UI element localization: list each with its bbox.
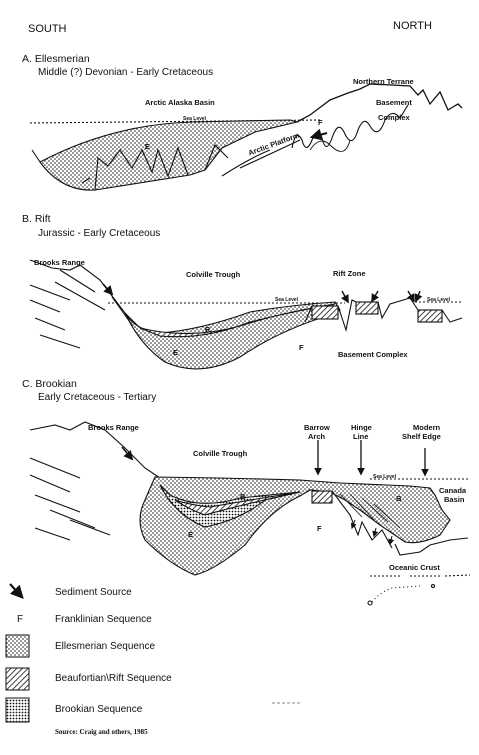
brookian-fill [139,476,451,576]
legend-item-brookian: Brookian Sequence [55,704,143,715]
sea-level-label-b2: Sea Level [427,297,451,303]
sediment-source-arrow-icon [9,583,24,599]
panel-b-age: Jurassic - Early Cretaceous [38,228,161,239]
f-label-a: F [318,118,323,127]
rift-zone-label: Rift Zone [333,269,366,278]
ellesmerian-basin-fill [39,119,300,191]
arctic-alaska-basin-label: Arctic Alaska Basin [145,98,215,107]
shelf-edge-label: Shelf Edge [402,432,441,441]
legend-item-sediment-source: Sediment Source [55,587,132,598]
brookian-swatch [5,697,30,723]
sea-level-label-b1: Sea Level [275,297,299,303]
b-label-c1: B [240,492,246,501]
basin-label: Basin [444,495,465,504]
colville-trough-label-b: Colville Trough [186,270,241,279]
e-label-c: E [188,530,194,539]
arch-label: Arch [308,432,326,441]
legend-item-beaufortian-rift: Beaufortian\Rift Sequence [55,673,172,684]
sea-level-label-a: Sea Level [183,116,207,122]
beaufortian-rift-swatch [5,667,30,691]
panel-c-section [29,421,471,606]
e-label-b: E [173,348,179,357]
legend-swatches [5,583,300,723]
panel-b-title: B. Rift [22,213,51,225]
northern-terrane-label: Northern Terrane [353,77,414,86]
basement-label: Basement [376,98,412,107]
oceanic-crust-label: Oceanic Crust [389,563,440,572]
f-label-c: F [317,524,322,533]
brooks-range-label-c: Brooks Range [88,423,139,432]
panel-c-title: C. Brookian [22,378,77,390]
panel-a-title: A. Ellesmerian [22,53,90,65]
line-label: Line [353,432,369,441]
barrow-label: Barrow [304,423,330,432]
panel-b-section [29,259,463,370]
b-label-c2: B [396,494,402,503]
sea-level-label-c: Sea Level [373,474,397,480]
source-citation: Source: Craig and others, 1985 [55,728,148,736]
brooks-range-label-b: Brooks Range [34,258,85,267]
f-label-b: F [299,343,304,352]
ellesmerian-swatch [5,634,30,658]
panel-a-section [29,83,463,191]
complex-label: Complex [378,113,410,122]
south-label: SOUTH [28,23,67,35]
modern-label: Modern [413,423,441,432]
panel-a-age: Middle (?) Devonian - Early Cretaceous [38,67,214,78]
hinge-label: Hinge [351,423,372,432]
e-label-a: E [145,142,151,151]
basement-complex-label-b: Basement Complex [338,350,408,359]
legend-f-symbol: F [17,614,24,625]
legend-item-ellesmerian: Ellesmerian Sequence [55,641,156,652]
canada-label: Canada [439,486,467,495]
r-label-b: R [205,325,211,334]
legend-item-franklinian: Franklinian Sequence [55,614,152,625]
north-label: NORTH [393,20,432,32]
colville-trough-label-c: Colville Trough [193,449,248,458]
panel-c-age: Early Cretaceous - Tertiary [38,392,157,403]
